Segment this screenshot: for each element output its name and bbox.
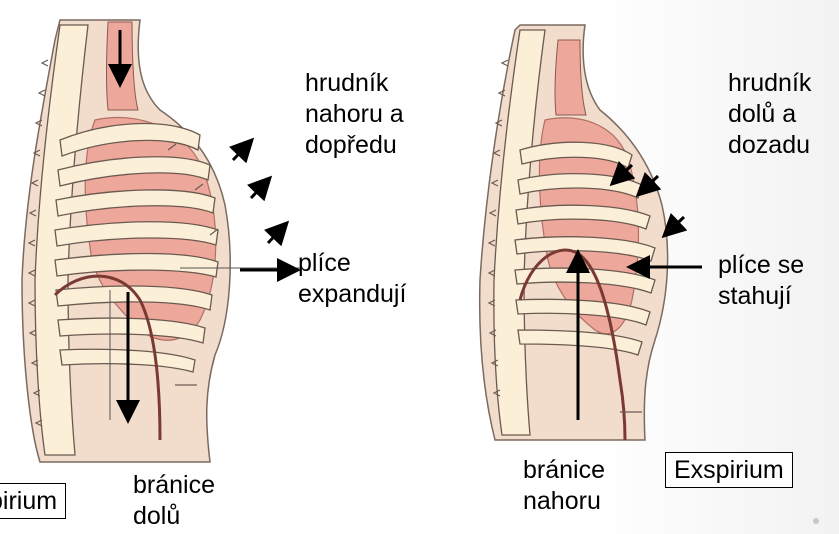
right-chest-line-2: dolů a [728,99,811,130]
left-diaphragm-line-1: bránice [133,470,215,501]
right-diaphragm-line-2: nahoru [523,486,605,517]
expiration-figure [480,25,668,440]
left-arrow-chest-up-1 [233,142,250,160]
right-chest-label: hrudník dolů a dozadu [728,68,811,161]
right-diaphragm-label: bránice nahoru [523,455,605,517]
right-arrow-chest-in-3 [666,217,684,234]
left-chest-line-3: dopředu [305,130,404,161]
left-diaphragm-line-2: dolů [133,501,215,532]
left-diaphragm-label: bránice dolů [133,470,215,532]
expiration-phase-label: Exspirium [665,452,793,488]
right-lungs-label: plíce se stahují [718,250,804,312]
left-lungs-label: plíce expandují [298,248,406,310]
left-arrow-chest-up-3 [268,225,285,243]
right-lungs-line-1: plíce se [718,250,804,281]
left-chest-label: hrudník nahoru a dopředu [305,68,404,161]
slide-dot [813,518,819,524]
right-chest-line-1: hrudník [728,68,811,99]
left-arrow-chest-up-2 [251,180,268,198]
right-chest-line-3: dozadu [728,130,811,161]
right-lungs-line-2: stahují [718,281,804,312]
left-lungs-line-1: plíce [298,248,406,279]
inspiration-figure [22,20,300,462]
left-chest-line-1: hrudník [305,68,404,99]
left-chest-line-2: nahoru a [305,99,404,130]
left-lungs-line-2: expandují [298,279,406,310]
inspiration-phase-label: pirium [0,483,66,519]
right-diaphragm-line-1: bránice [523,455,605,486]
